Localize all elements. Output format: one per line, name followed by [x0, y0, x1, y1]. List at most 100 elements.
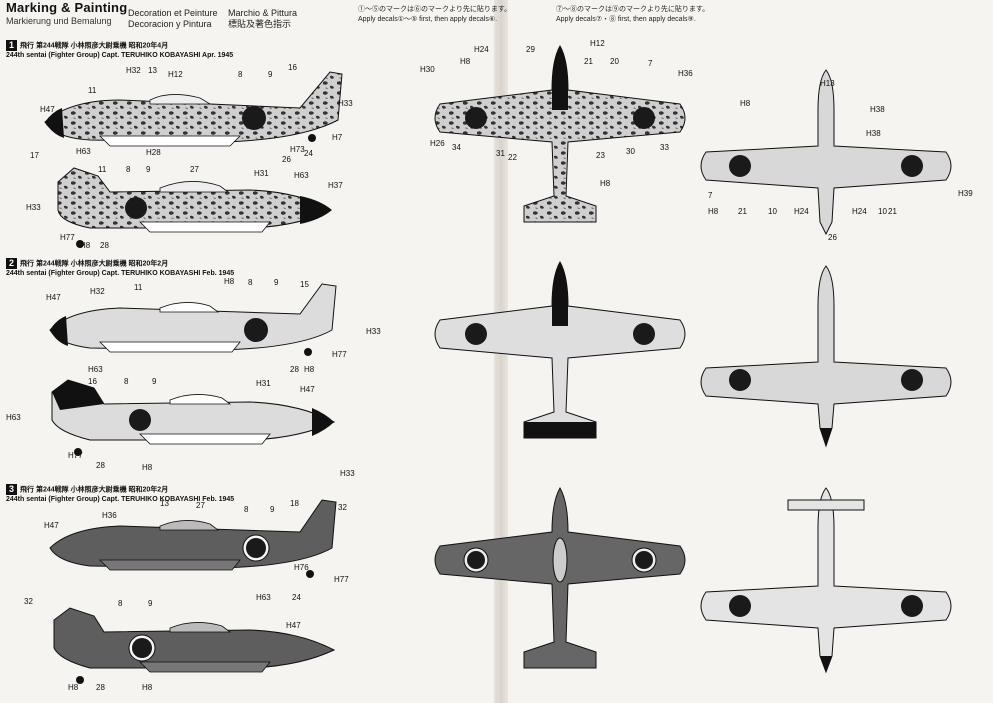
decal-callout-s3-side-upper-1: H47	[44, 521, 59, 530]
decal-callout-bottom-views-9: H24	[794, 207, 809, 216]
header-it-zh: Marchio & Pittura 標貼及著色指示	[228, 8, 298, 29]
decal-callout-s1-side-upper-11: H73	[290, 145, 305, 154]
decal-callout-s3-side-lower-0: 32	[24, 597, 33, 606]
section-2-side-view-lower	[51, 379, 336, 456]
section-1-side-view-lower	[57, 167, 332, 248]
decal-callout-s1-side-lower-7: H37	[328, 181, 343, 190]
decal-callout-s1-side-upper-12: 24	[304, 149, 313, 158]
section-2-badge: 2	[6, 258, 17, 269]
decal-callout-top-views-7: H30	[420, 65, 435, 74]
decal-callout-s1-side-lower-11: 28	[100, 241, 109, 250]
decal-callout-s1-side-upper-4: H12	[168, 70, 183, 79]
decal-callout-s3-side-upper-6: 9	[270, 505, 275, 514]
decal-callout-s3-side-lower-5: 28	[96, 683, 105, 692]
decal-callout-top-views-6: 7	[648, 59, 653, 68]
decal-callout-bottom-views-10: H24	[852, 207, 867, 216]
decal-callout-s3-side-lower-4: H8	[68, 683, 79, 692]
decal-callout-s1-side-upper-14: H7	[332, 133, 343, 142]
decal-callout-s3-side-lower-3: H47	[286, 621, 301, 630]
decal-callout-top-views-14: 30	[626, 147, 635, 156]
decal-callout-s1-side-lower-6: H63	[294, 171, 309, 180]
decal-callout-top-views-10: 34	[452, 143, 461, 152]
decal-callout-s2-side-upper-10: H8	[304, 365, 315, 374]
decal-callout-bottom-views-2: H8	[740, 99, 751, 108]
section-3-side-view-lower	[53, 607, 336, 684]
section-3-badge: 3	[6, 484, 17, 495]
decal-callout-s3-side-lower-6: H8	[142, 683, 153, 692]
decal-callout-s2-side-upper-6: 15	[300, 280, 309, 289]
decal-callout-s1-side-lower-1: 11	[98, 165, 107, 174]
top-view-2	[434, 260, 686, 439]
decal-callout-bottom-views-7: 21	[738, 207, 747, 216]
decal-callout-top-views-11: 31	[496, 149, 505, 158]
section-1-side-view-upper	[44, 71, 343, 147]
decal-callout-s2-side-upper-0: H47	[46, 293, 61, 302]
decal-callout-s1-side-lower-4: 27	[190, 165, 199, 174]
bottom-view-2	[700, 265, 952, 448]
decal-callout-s2-side-lower-2: 8	[124, 377, 129, 386]
decal-callout-s1-side-lower-9: H77	[60, 233, 75, 242]
decal-callout-bottom-views-5: 7	[708, 191, 713, 200]
decal-callout-s1-side-upper-13: 26	[282, 155, 291, 164]
decal-callout-top-views-3: H12	[590, 39, 605, 48]
page-subtitle: Markierung und Bemalung	[6, 16, 112, 26]
bottom-view-1	[700, 69, 952, 236]
decal-callout-bottom-views-1: H38	[870, 105, 885, 114]
decal-callout-top-views-16: H26	[430, 139, 445, 148]
decal-callout-s2-side-lower-8: H8	[142, 463, 153, 472]
header-fr-es: Decoration et Peinture Decoracion y Pint…	[128, 8, 218, 29]
decal-callout-s3-side-lower-1: 8	[118, 599, 123, 608]
decal-callout-s3-side-lower-2: 9	[148, 599, 153, 608]
decal-callout-s1-side-upper-10: H28	[146, 148, 161, 157]
decal-callout-s2-side-upper-7: H33	[366, 327, 381, 336]
decal-callout-bottom-views-8: 10	[768, 207, 777, 216]
decal-callout-top-views-9: H33	[340, 469, 355, 478]
decal-callout-s1-side-upper-2: H32	[126, 66, 141, 75]
decal-callout-s3-side-upper-8: H76	[294, 563, 309, 572]
decal-callout-s1-side-upper-9: H63	[76, 147, 91, 156]
decal-callout-s1-side-upper-0: H47	[40, 105, 55, 114]
decal-callout-s1-side-upper-7: 16	[288, 63, 297, 72]
decal-callout-s3-side-upper-9: H63	[256, 593, 271, 602]
decal-callout-top-views-17: H8	[600, 179, 611, 188]
decal-callout-s2-side-upper-8: H63	[88, 365, 103, 374]
decal-callout-s1-side-upper-1: 11	[88, 86, 97, 95]
decal-callout-s2-side-lower-4: H31	[256, 379, 271, 388]
decal-callout-s1-side-lower-8: H33	[26, 203, 41, 212]
decal-order-note-2: ⑦～⑧のマークは⑨のマークより先に貼ります。 Apply decals⑦・⑧ f…	[556, 6, 710, 23]
decal-callout-s2-side-lower-0: H63	[6, 413, 21, 422]
decal-callout-s2-side-upper-4: 8	[248, 278, 253, 287]
decal-callout-top-views-5: 20	[610, 57, 619, 66]
decal-callout-s1-side-lower-5: H31	[254, 169, 269, 178]
top-view-1	[434, 44, 686, 223]
decal-order-note-1: ①～⑤のマークは⑥のマークより先に貼ります。 Apply decals①～⑤ f…	[358, 6, 512, 23]
decal-callout-s1-side-lower-2: 8	[126, 165, 131, 174]
decal-callout-s1-side-lower-0: 17	[30, 151, 39, 160]
section-3-side-view-upper	[49, 499, 337, 578]
decal-callout-s2-side-lower-7: 28	[96, 461, 105, 470]
decal-callout-s3-side-upper-3: 13	[160, 499, 169, 508]
decal-callout-s2-side-upper-1: H32	[90, 287, 105, 296]
decal-callout-top-views-13: 23	[596, 151, 605, 160]
decal-callout-bottom-views-12: 21	[888, 207, 897, 216]
decal-callout-s3-side-upper-0: 18	[290, 499, 299, 508]
decal-callout-s1-side-upper-8: H33	[338, 99, 353, 108]
decal-callout-s1-side-upper-3: 13	[148, 66, 157, 75]
decal-callout-bottom-views-11: 10	[878, 207, 887, 216]
decal-callout-s2-side-upper-5: 9	[274, 278, 279, 287]
decal-callout-bottom-views-0: H13	[820, 79, 835, 88]
decal-callout-top-views-15: 33	[660, 143, 669, 152]
decal-callout-s1-side-upper-5: 8	[238, 70, 243, 79]
decal-callout-s3-side-upper-2: H36	[102, 511, 117, 520]
decal-callout-s3-side-upper-7: 32	[338, 503, 347, 512]
decal-callout-s2-side-lower-3: 9	[152, 377, 157, 386]
decal-callout-top-views-2: 29	[526, 45, 535, 54]
decal-callout-s2-side-upper-2: 11	[134, 283, 143, 292]
decal-callout-s2-side-lower-1: 16	[88, 377, 97, 386]
decal-callout-top-views-8: H36	[678, 69, 693, 78]
